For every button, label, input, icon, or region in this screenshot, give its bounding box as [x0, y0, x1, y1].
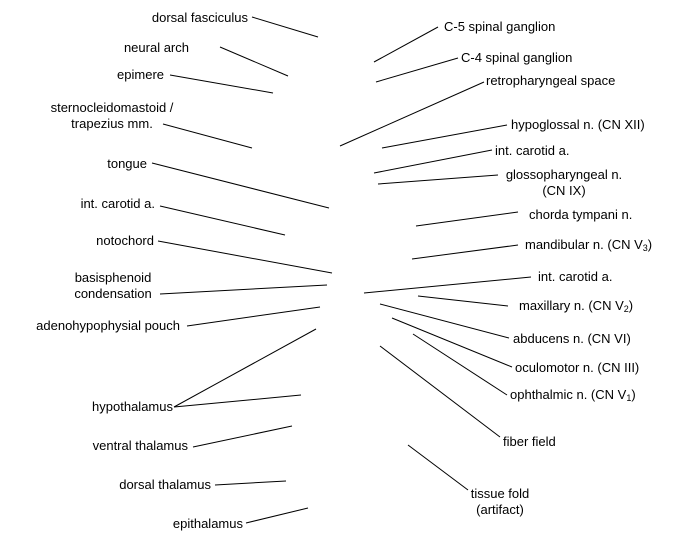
- label-glossopharyngeal-line2: (CN IX): [542, 183, 586, 198]
- label-retropharyngeal-space: retropharyngeal space: [486, 73, 616, 88]
- label-maxillary-subscript: 2: [623, 304, 629, 314]
- label-abducens-n: abducens n. (CN VI): [513, 331, 631, 346]
- label-mandibular-text: mandibular n. (CN V: [525, 237, 643, 252]
- label-mandibular-n: mandibular n. (CN V3): [525, 237, 652, 256]
- label-mandibular-close: ): [647, 237, 653, 252]
- label-tissue-fold: tissue fold (artifact): [452, 486, 548, 518]
- label-maxillary-close: ): [628, 298, 634, 313]
- label-sternocleidomastoid-line1: sternocleidomastoid /: [50, 100, 174, 115]
- leader-epithalamus: [245, 507, 309, 524]
- leader-basisphenoid: [159, 284, 328, 295]
- label-tissue-fold-line2: (artifact): [476, 502, 524, 517]
- label-int-carotid-right-2: int. carotid a.: [538, 269, 613, 284]
- label-basisphenoid-line2: condensation: [74, 286, 152, 301]
- label-basisphenoid-line1: basisphenoid: [74, 270, 152, 285]
- label-maxillary-text: maxillary n. (CN V: [519, 298, 624, 313]
- leader-int-carotid-right-1: [373, 149, 493, 174]
- leader-hypothalamus-upper: [173, 328, 317, 408]
- label-glossopharyngeal: glossopharyngeal n. (CN IX): [498, 167, 630, 199]
- label-tissue-fold-line1: tissue fold: [470, 486, 530, 501]
- leader-hypothalamus-lower: [173, 394, 302, 408]
- leader-ophthalmic: [412, 333, 508, 396]
- label-tongue: tongue: [107, 156, 147, 171]
- leader-glossopharyngeal: [377, 174, 499, 185]
- leader-hypoglossal: [381, 124, 508, 149]
- label-fiber-field: fiber field: [503, 434, 556, 449]
- label-ophthalmic-close: ): [631, 387, 636, 402]
- leader-maxillary: [417, 295, 509, 307]
- leader-chorda-tympani: [415, 211, 519, 227]
- label-ophthalmic-subscript: 1: [626, 393, 632, 403]
- leader-mandibular: [411, 244, 519, 260]
- label-glossopharyngeal-line1: glossopharyngeal n.: [505, 167, 623, 182]
- label-epithalamus: epithalamus: [172, 516, 243, 531]
- label-hypoglossal-n: hypoglossal n. (CN XII): [511, 117, 645, 132]
- label-c4-spinal-ganglion: C-4 spinal ganglion: [461, 50, 573, 65]
- label-notochord: notochord: [96, 233, 154, 248]
- leader-tongue: [151, 162, 330, 209]
- label-dorsal-fasciculus: dorsal fasciculus: [151, 10, 248, 25]
- leader-dorsal-thalamus: [214, 480, 287, 486]
- leader-ventral-thalamus: [192, 425, 293, 448]
- leader-epimere: [169, 74, 274, 94]
- leader-tissue-fold: [407, 444, 469, 491]
- label-epimere: epimere: [117, 67, 164, 82]
- label-hypothalamus: hypothalamus: [92, 399, 173, 414]
- label-neural-arch: neural arch: [123, 40, 189, 55]
- leader-dorsal-fasciculus: [251, 16, 319, 38]
- leader-c4-spinal-ganglion: [375, 57, 459, 83]
- label-int-carotid-right-1: int. carotid a.: [495, 143, 570, 158]
- leader-oculomotor: [391, 317, 513, 368]
- leader-retropharyngeal: [339, 81, 485, 147]
- label-chorda-tympani-n: chorda tympani n.: [529, 207, 633, 222]
- label-adenohypophysial-pouch: adenohypophysial pouch: [36, 318, 180, 333]
- leader-c5-spinal-ganglion: [373, 26, 439, 63]
- leader-adenohypophysial: [186, 306, 321, 327]
- label-ophthalmic-n: ophthalmic n. (CN V1): [510, 387, 636, 406]
- leader-fiber-field: [379, 345, 501, 438]
- label-sternocleidomastoid: sternocleidomastoid / trapezius mm.: [41, 100, 183, 132]
- label-oculomotor-n: oculomotor n. (CN III): [515, 360, 640, 375]
- label-dorsal-thalamus: dorsal thalamus: [119, 477, 211, 492]
- label-basisphenoid: basisphenoid condensation: [62, 270, 164, 302]
- label-ventral-thalamus: ventral thalamus: [92, 438, 188, 453]
- leader-int-carotid-left: [159, 205, 286, 236]
- label-maxillary-n: maxillary n. (CN V2): [519, 298, 633, 317]
- leader-sternocleidomastoid: [162, 123, 253, 149]
- leader-abducens: [379, 303, 510, 339]
- label-ophthalmic-text: ophthalmic n. (CN V: [510, 387, 627, 402]
- label-sternocleidomastoid-line2: trapezius mm.: [71, 116, 153, 131]
- label-c5-spinal-ganglion: C-5 spinal ganglion: [444, 19, 556, 34]
- label-mandibular-subscript: 3: [642, 243, 648, 253]
- leader-notochord: [157, 240, 333, 274]
- leader-neural-arch: [219, 46, 289, 77]
- leader-int-carotid-right-2: [363, 276, 532, 294]
- label-int-carotid-left: int. carotid a.: [80, 196, 155, 211]
